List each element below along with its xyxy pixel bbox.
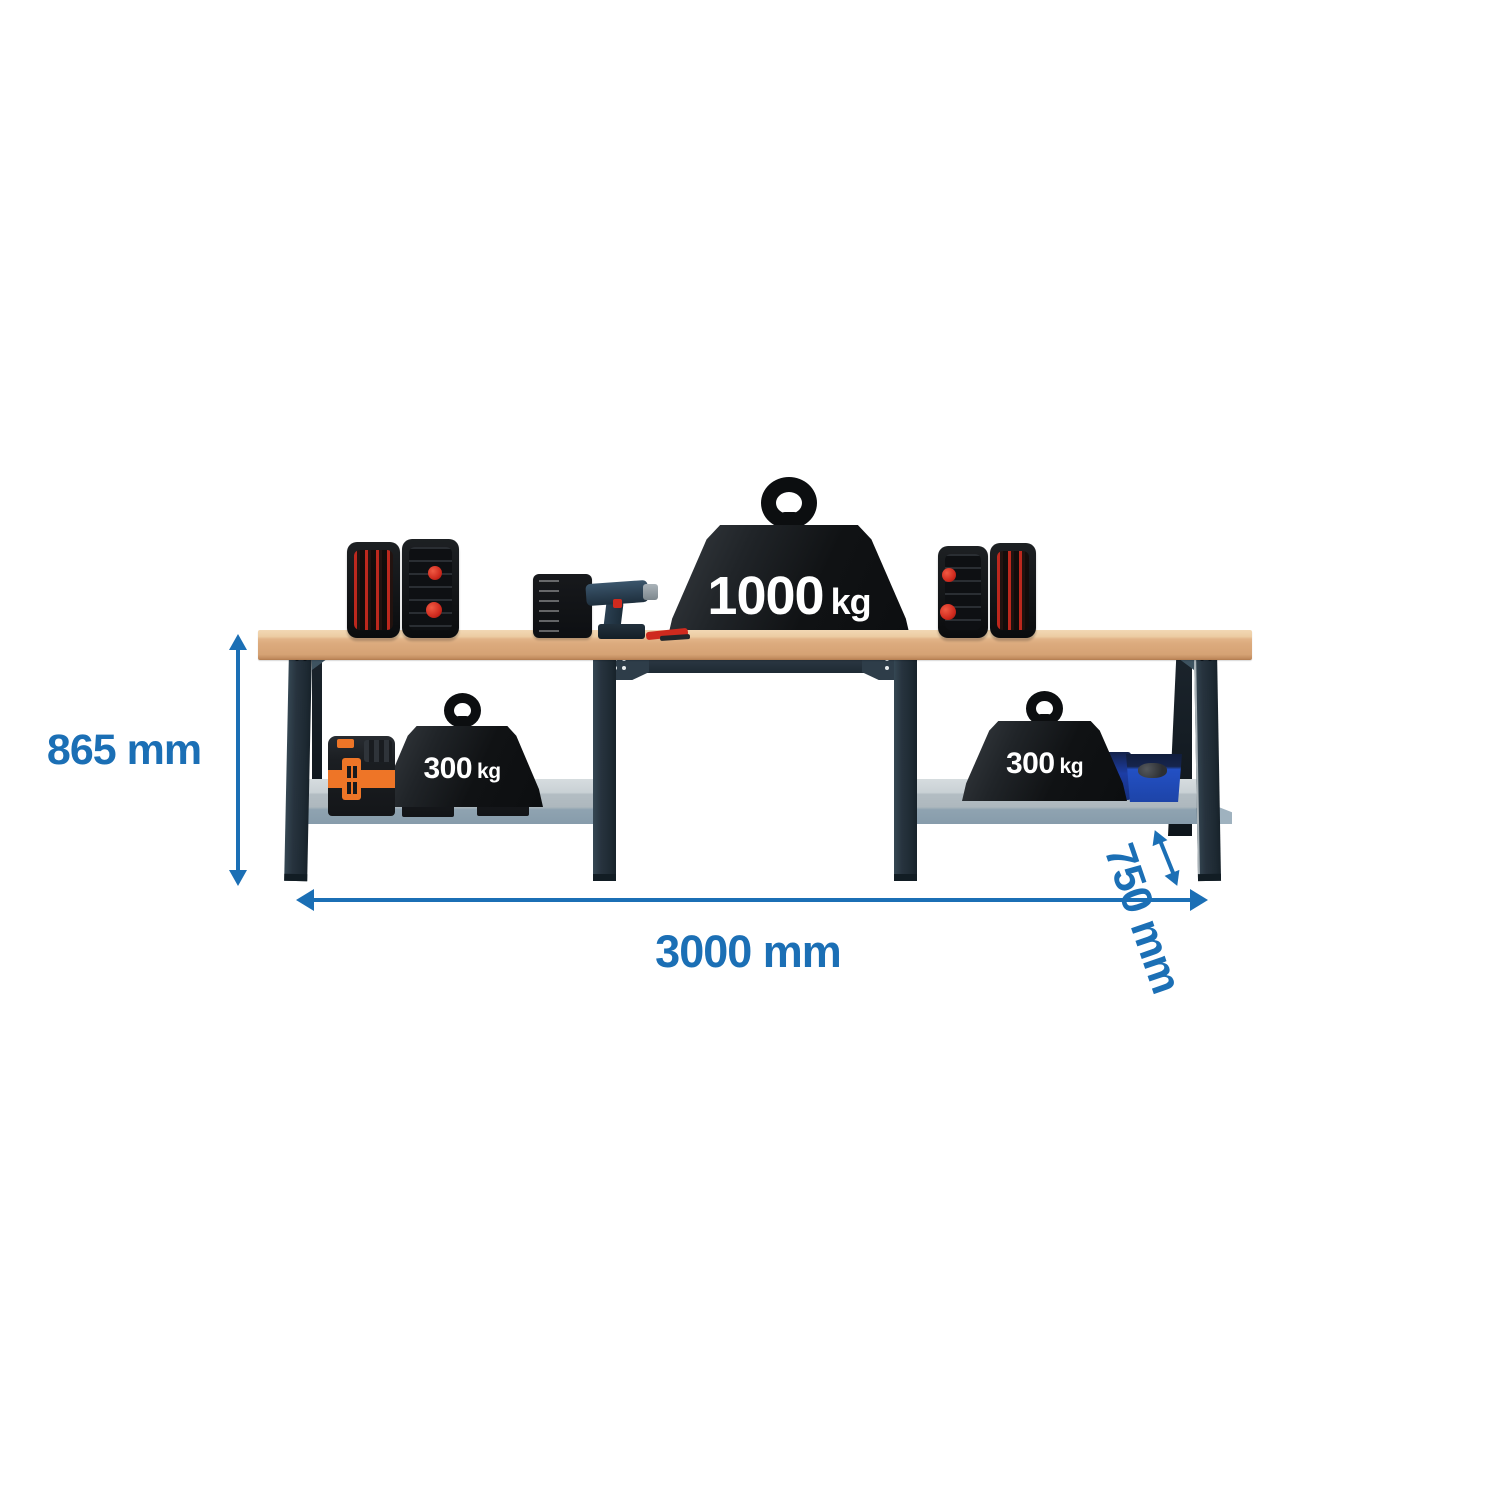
tool-case-latch-icon — [426, 602, 442, 618]
dimension-line — [236, 646, 240, 874]
toolbox-ribs — [364, 740, 392, 762]
toolbox-orange-black — [328, 736, 395, 816]
workbench-back-leg-left — [312, 654, 322, 814]
workbench-leg-left — [284, 649, 312, 882]
drill-trigger — [613, 599, 622, 608]
workbench-leg-center-right — [894, 650, 917, 881]
tool-case-left-open-half-a — [347, 542, 400, 638]
drill-battery — [598, 624, 645, 639]
arrowhead-icon — [1147, 827, 1168, 847]
arrowhead-icon — [1164, 869, 1185, 889]
toolbox-stripe — [328, 770, 395, 788]
tool-case-tools — [354, 550, 393, 630]
length-dimension-arrow — [296, 889, 1208, 911]
leg-foot — [894, 874, 917, 881]
arrowhead-right-icon — [1190, 889, 1208, 911]
tool-case-latch-icon — [428, 566, 442, 580]
height-dimension-arrow — [227, 634, 249, 886]
tool-case-right-open-half-a — [938, 546, 988, 638]
tool-case-left-open-half-b — [402, 539, 459, 638]
tool-case-tools — [997, 551, 1029, 630]
toolbox-handle — [337, 739, 354, 748]
workbench-leg-center-left — [593, 650, 616, 881]
tool-case-right-open-half-b — [990, 543, 1036, 638]
tool-case-latch-icon — [940, 604, 956, 620]
toolbox-latch — [342, 758, 361, 800]
arrowhead-up-icon — [229, 634, 247, 650]
leg-foot — [593, 874, 616, 881]
arrowhead-left-icon — [296, 889, 314, 911]
arrowhead-down-icon — [229, 870, 247, 886]
dimension-line — [308, 898, 1196, 902]
drill-case — [533, 574, 592, 638]
tool-case-latch-icon — [942, 568, 956, 582]
workbench-leg-right — [1194, 649, 1222, 882]
height-dimension-label: 865 mm — [46, 726, 202, 774]
drill-chuck — [643, 584, 658, 600]
storage-bin-blue — [1126, 754, 1182, 802]
bin-metal-parts — [1138, 763, 1167, 778]
length-dimension-label: 3000 mm — [655, 926, 842, 977]
drill-case-bits — [539, 580, 559, 632]
leg-foot — [1197, 873, 1222, 882]
leg-foot — [284, 873, 308, 882]
